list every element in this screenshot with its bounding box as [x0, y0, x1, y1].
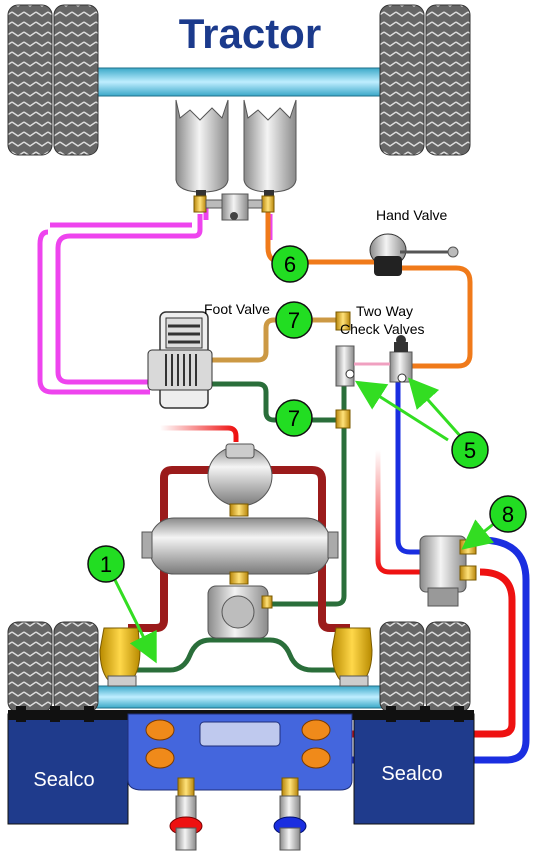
sealco-left-label: Sealco: [33, 769, 94, 791]
callout-7b-label: 7: [288, 406, 300, 431]
license-plate: [199, 721, 281, 747]
brass-fitting: [459, 539, 477, 555]
brass-fitting: [459, 565, 477, 581]
callout-5: 5: [451, 431, 489, 469]
tail-light: [145, 719, 175, 741]
diagram-title: Tractor: [179, 10, 321, 57]
hand-valve-knob: [447, 246, 459, 258]
callout-arrows: [112, 377, 497, 664]
front-left-tire-outer: [7, 4, 53, 156]
front-left-tire-inner: [53, 4, 99, 156]
brass-fitting: [335, 409, 351, 429]
check-valves-label-line2: Check Valves: [340, 321, 425, 337]
check-valves-label-line1: Two Way: [356, 303, 413, 319]
air-dryer: [207, 443, 273, 517]
callout-8-label: 8: [502, 502, 514, 527]
front-brake-chambers: [175, 99, 297, 204]
rear-right-tire-outer: [425, 621, 471, 713]
reservoir-tank: [149, 517, 331, 575]
hand-valve: [369, 233, 459, 276]
two-way-check-valve-left: [335, 345, 355, 387]
rear-left-tire-outer: [7, 621, 53, 713]
foot-valve: [147, 311, 213, 409]
orange-line: [265, 208, 473, 369]
callout-6: 6: [271, 245, 309, 283]
compressor-feed-line: [160, 425, 239, 442]
rear-bumper: [127, 713, 353, 791]
tail-light: [301, 719, 331, 741]
red-supply-to-relay: [375, 450, 420, 575]
callout-1-label: 1: [100, 552, 112, 577]
callout-8-arrow: [461, 519, 497, 550]
air-reservoir: [141, 517, 339, 585]
rear-left-brake-chamber: [99, 627, 141, 681]
brass-fitting: [193, 195, 207, 213]
front-right-tire-inner: [379, 4, 425, 156]
hand-valve-label: Hand Valve: [376, 207, 448, 223]
front-left-chamber: [175, 99, 229, 193]
front-tee-fitting: [193, 193, 275, 221]
callout-5-arrow-left: [354, 380, 449, 442]
sealco-right-block: [353, 713, 475, 825]
front-right-tire-outer: [425, 4, 471, 156]
spring-brake-valve: [207, 585, 273, 639]
front-axle: [89, 67, 391, 97]
rear-right-brake-chamber: [331, 627, 373, 681]
callout-7b: 7: [275, 399, 313, 437]
rear-left-tire-inner: [53, 621, 99, 713]
callout-1-arrow: [112, 577, 157, 664]
foot-valve-label: Foot Valve: [204, 301, 270, 317]
rear-right-tire-inner: [379, 621, 425, 713]
callout-7a-label: 7: [288, 308, 300, 333]
callout-8: 8: [489, 495, 527, 533]
callout-5-label: 5: [464, 438, 476, 463]
rear-axle: [89, 685, 391, 709]
relay-valve-body: [419, 535, 467, 593]
blue-control-line: [395, 380, 428, 555]
foot-valve-lower: [147, 349, 213, 391]
front-axle-group: [7, 4, 471, 156]
callout-5-arrow-right: [408, 377, 464, 439]
gladhand-emergency: [169, 777, 203, 851]
tan-lines: [206, 317, 340, 363]
tail-light: [145, 747, 175, 769]
callout-6-label: 6: [284, 252, 296, 277]
front-right-chamber: [243, 99, 297, 193]
rear-plate: [127, 713, 353, 791]
gladhand-service: [273, 777, 307, 851]
tail-light: [301, 747, 331, 769]
check-valve-fittings: [335, 311, 413, 429]
callout-1: 1: [87, 545, 125, 583]
hand-valve-base: [374, 256, 402, 276]
green-lines: [128, 380, 348, 673]
callout-7a: 7: [275, 301, 313, 339]
relay-valve: [419, 535, 477, 607]
brass-fitting: [261, 195, 275, 213]
brass-fitting: [335, 311, 351, 331]
sealco-right-label: Sealco: [381, 763, 442, 785]
